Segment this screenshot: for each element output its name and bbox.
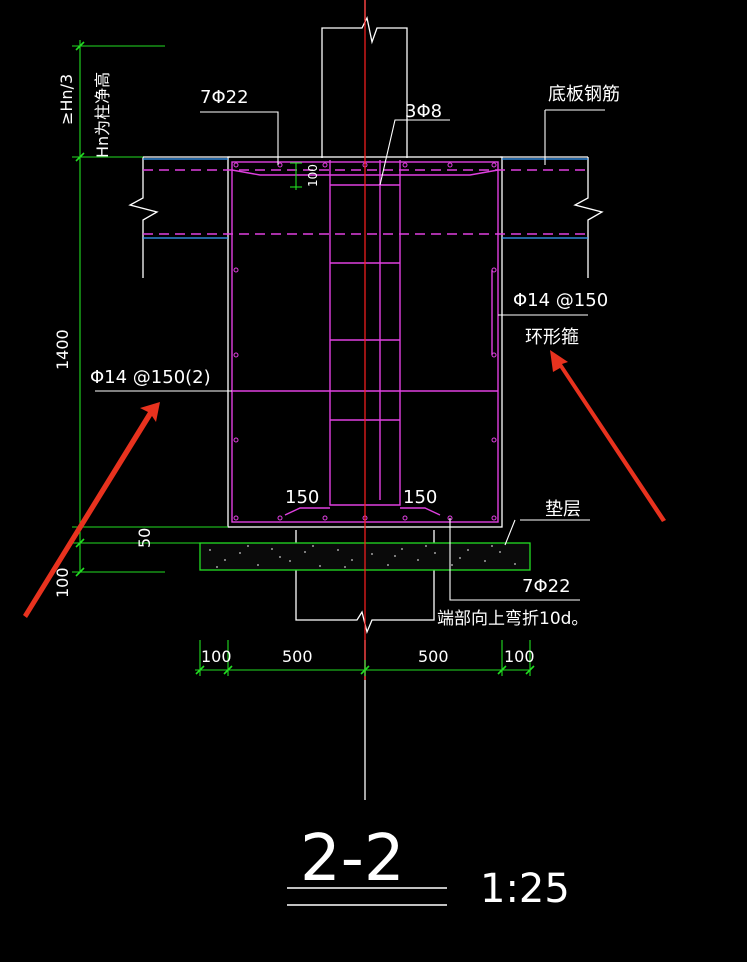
bottom-dim-3: 500	[418, 647, 449, 666]
scale-label: 1:25	[480, 866, 570, 912]
ring-stirrup-name: 环形箍	[525, 327, 579, 348]
dimension-ticks	[75, 41, 535, 675]
ring-stirrup-spec: Φ14 @150	[513, 290, 608, 311]
hn-top-label: ≥Hn/3	[57, 74, 76, 125]
leader-lines	[95, 109, 605, 601]
rebar-cage	[143, 160, 588, 523]
height-1400: 1400	[53, 329, 72, 370]
hn-bottom-label: Hn为柱净高	[93, 72, 112, 158]
cushion-label: 垫层	[545, 499, 581, 520]
slab-outline	[128, 156, 604, 278]
dimension-lines	[72, 40, 531, 676]
dim-100-vertical: 100	[53, 567, 72, 598]
inner-dim-left: 150	[285, 487, 319, 508]
bend-note: 端部向上弯折10d。	[437, 609, 588, 629]
stirrup-spec-left: Φ14 @150(2)	[90, 367, 211, 388]
stirrup-count-label: 3Φ8	[405, 101, 442, 122]
inner-dim-right: 150	[403, 487, 437, 508]
bottom-dim-1: 100	[201, 647, 232, 666]
dim-50: 50	[135, 528, 154, 548]
slab-rebar-label: 底板钢筋	[548, 84, 620, 105]
bottom-bars-label: 7Φ22	[522, 576, 571, 597]
top-bars-label: 7Φ22	[200, 87, 249, 108]
annotation-arrows	[23, 350, 666, 618]
section-title: 2-2	[300, 822, 405, 896]
bottom-dim-2: 500	[282, 647, 313, 666]
small-100-label: 100	[306, 164, 320, 187]
slab-blue-lines	[143, 158, 588, 239]
title-underline	[287, 887, 447, 906]
bottom-dim-4: 100	[504, 647, 535, 666]
rebar-dots	[233, 162, 497, 521]
